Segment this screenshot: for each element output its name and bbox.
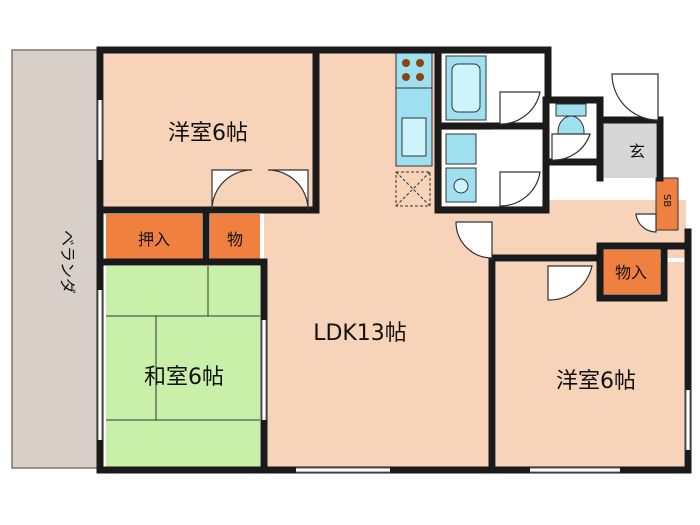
western-room-1-label: 洋室6帖 <box>168 121 248 146</box>
western-room-2-label: 洋室6帖 <box>556 369 636 394</box>
entrance-label: 玄 <box>629 142 645 161</box>
windows <box>97 100 691 473</box>
entrance-area <box>602 122 656 178</box>
storage-small <box>210 214 260 260</box>
closet-oshiire-label: 押入 <box>138 230 170 249</box>
ldk-label: LDK13帖 <box>313 321 407 346</box>
washbasin <box>445 133 477 165</box>
japanese-room-label: 和室6帖 <box>144 365 224 390</box>
tatami-lines <box>106 266 260 421</box>
balcony-label: ベランダ <box>58 230 77 294</box>
kitchen-sink <box>401 117 427 157</box>
balcony-area <box>11 49 99 469</box>
doors <box>211 73 659 301</box>
storage-monoire-label-top: 物入 <box>615 263 647 282</box>
stove <box>395 51 433 89</box>
walls <box>96 46 692 474</box>
shoe-box-label: SB <box>661 194 672 207</box>
shoe-box <box>655 177 679 231</box>
fridge-space <box>395 171 431 207</box>
closet-oshiire <box>106 214 202 260</box>
toilet-tank <box>555 103 587 117</box>
storage-small-label: 物 <box>227 230 243 249</box>
japanese-room-floor <box>106 266 260 468</box>
